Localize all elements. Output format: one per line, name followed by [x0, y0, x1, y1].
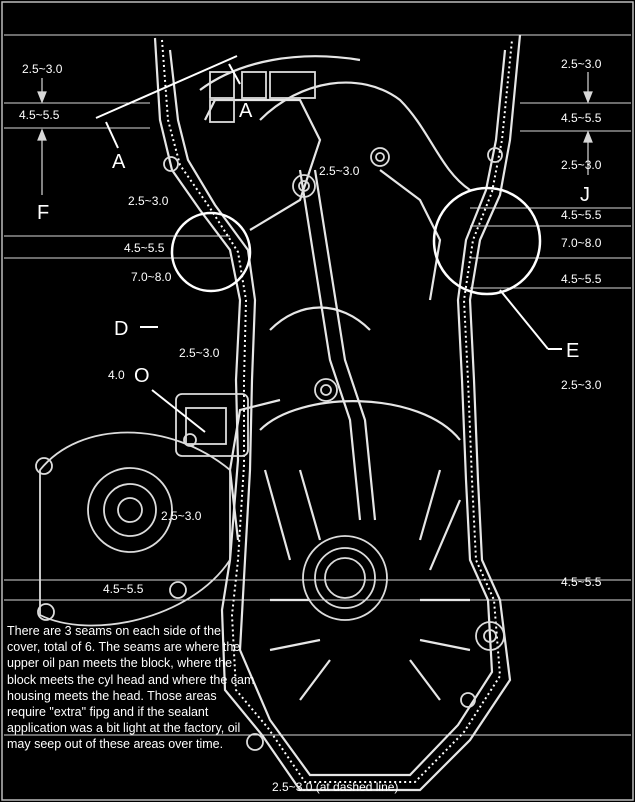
- dim-label: 4.5~5.5: [103, 582, 144, 596]
- callout-a-top: A: [239, 100, 253, 122]
- seam-note: There are 3 seams on each side of the co…: [7, 624, 255, 752]
- dim-label: 2.5~3.0: [179, 346, 220, 360]
- callout-a-left: A: [112, 151, 126, 173]
- dim-label: 4.5~5.5: [124, 241, 165, 255]
- leader-lines: [95, 55, 562, 433]
- callout-j: J: [580, 184, 590, 206]
- dim-label: 2.5~3.0: [128, 194, 169, 208]
- seam-lines: [4, 34, 631, 736]
- dim-label: 4.5~5.5: [561, 111, 602, 125]
- cover-details: [35, 71, 505, 751]
- dim-label: 2.5~3.0: [561, 158, 602, 172]
- dim-label: 4.5~5.5: [561, 208, 602, 222]
- dim-label: 2.5~3.0: [319, 164, 360, 178]
- dim-label: 2.5~3.0: [161, 509, 202, 523]
- dim-label: 4.5~5.5: [561, 575, 602, 589]
- dim-label-bottom: 2.5~3.0 (at dashed line): [272, 780, 398, 794]
- dim-label: 7.0~8.0: [561, 236, 602, 250]
- dimension-arrows: [37, 72, 593, 195]
- seam-circle-d: [170, 211, 252, 293]
- dim-label: 4.5~5.5: [561, 272, 602, 286]
- callout-f: F: [37, 202, 49, 224]
- dim-label: 4.5~5.5: [19, 108, 60, 122]
- dim-label: 7.0~8.0: [131, 270, 172, 284]
- callout-o: O: [134, 365, 150, 387]
- callout-d: D: [114, 318, 128, 340]
- callout-e: E: [566, 340, 579, 362]
- dim-label: 2.5~3.0: [561, 57, 602, 71]
- seam-circle-e: [432, 186, 542, 296]
- dim-label: 2.5~3.0: [22, 62, 63, 76]
- dim-label: 2.5~3.0: [561, 378, 602, 392]
- cover-outline: [153, 34, 522, 792]
- sealant-bead: [161, 39, 513, 783]
- dim-label: 4.0: [108, 368, 125, 382]
